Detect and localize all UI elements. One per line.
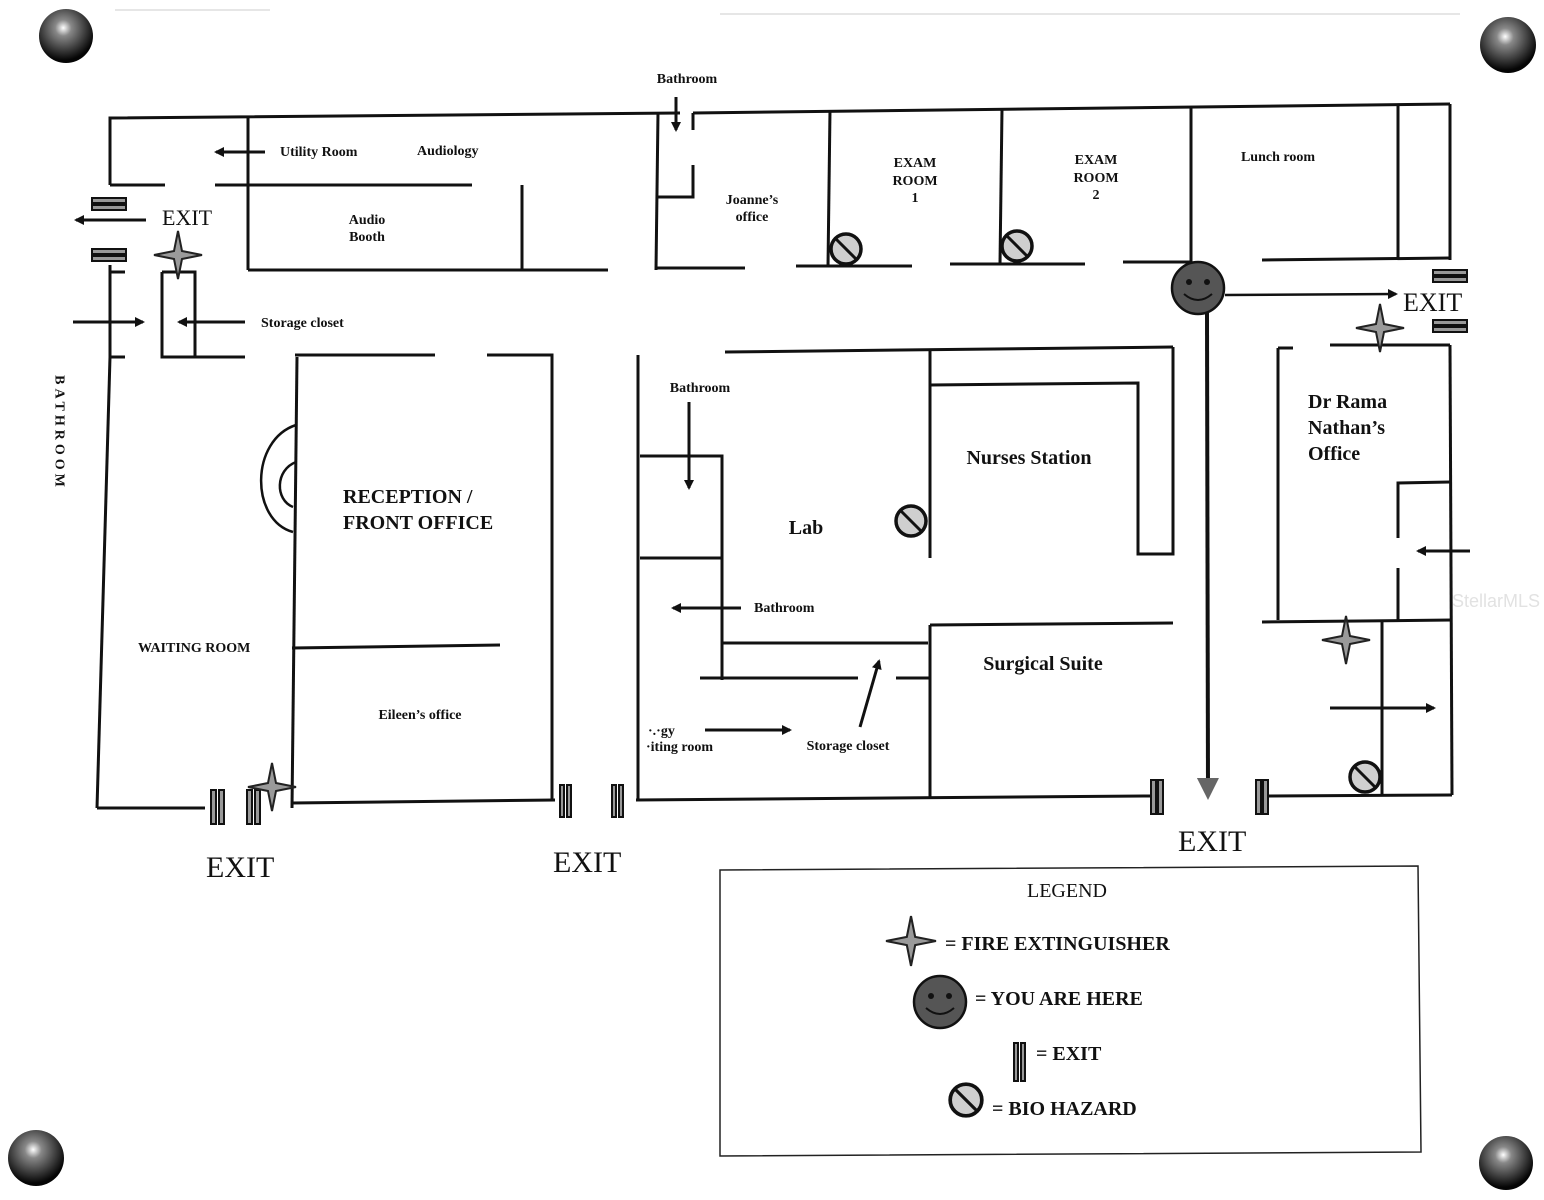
- bio-hazard-icon: [1000, 229, 1034, 263]
- audio-booth-label-1: Audio: [349, 213, 386, 228]
- route-arrow-icon: [1196, 289, 1398, 800]
- partial-label-1: ·.·gy: [648, 724, 675, 739]
- storage-closet-right-label: Storage closet: [807, 739, 890, 754]
- you-are-here-icon: [912, 974, 968, 1030]
- legend: LEGEND = FIRE EXTINGUISHER = YOU ARE HER…: [719, 865, 1422, 1157]
- storage-closet-left-label: Storage closet: [261, 316, 344, 331]
- you-are-here-icon: [1170, 260, 1226, 316]
- exit-marker-icon: [1150, 779, 1164, 815]
- exam-room-2-label-1: EXAM: [1075, 153, 1118, 168]
- exit-marker-icon: [1255, 779, 1269, 815]
- exit-marker-icon: [1013, 1042, 1026, 1082]
- exit-label-bottom-right: EXIT: [1178, 825, 1246, 858]
- dr-office-label-3: Office: [1308, 443, 1360, 465]
- exit-label-right: EXIT: [1403, 288, 1462, 317]
- exam-room-1-label-1: EXAM: [894, 156, 937, 171]
- exit-marker-icon: [1432, 269, 1468, 283]
- legend-title: LEGEND: [1027, 880, 1107, 902]
- lab-label: Lab: [789, 517, 823, 539]
- waiting-room-label: WAITING ROOM: [138, 641, 250, 656]
- joannes-office-label-1: Joanne’s: [726, 193, 779, 208]
- partial-label-2: ·iting room: [646, 740, 713, 755]
- eileens-office-label: Eileen’s office: [378, 708, 461, 723]
- bathroom-lower-label: Bathroom: [754, 601, 815, 616]
- exit-marker-icon: [1432, 319, 1468, 333]
- pushpin-icon: [8, 1130, 64, 1186]
- exit-label-left: EXIT: [162, 205, 213, 230]
- watermark: StellarMLS: [1452, 591, 1540, 611]
- nurses-station-label: Nurses Station: [966, 447, 1091, 469]
- exit-marker-icon: [91, 197, 127, 211]
- surgical-suite-label: Surgical Suite: [983, 653, 1103, 675]
- legend-you-are-here: = YOU ARE HERE: [975, 988, 1143, 1010]
- dr-office-label-2: Nathan’s: [1308, 417, 1385, 439]
- joannes-office-label-2: office: [736, 210, 769, 225]
- exit-marker-icon: [611, 784, 624, 818]
- bio-hazard-icon: [894, 504, 928, 538]
- legend-exit: = EXIT: [1036, 1043, 1102, 1065]
- audiology-label: Audiology: [417, 144, 478, 159]
- pushpin-icon: [1480, 17, 1536, 73]
- dr-office-label-1: Dr Rama: [1308, 391, 1387, 413]
- legend-bio-hazard: = BIO HAZARD: [992, 1098, 1137, 1120]
- audio-booth-label-2: Booth: [349, 230, 385, 245]
- exit-label-bottom-left: EXIT: [206, 851, 274, 884]
- bio-hazard-icon: [829, 232, 863, 266]
- exam-room-2-label-2: ROOM: [1073, 171, 1118, 186]
- lunch-room-label: Lunch room: [1241, 150, 1315, 165]
- pushpin-icon: [1479, 1136, 1533, 1190]
- bio-hazard-icon: [948, 1082, 984, 1118]
- exam-room-2-label-3: 2: [1093, 188, 1100, 203]
- pushpin-icon: [39, 9, 93, 63]
- exit-marker-icon: [91, 248, 127, 262]
- fire-extinguisher-icon: [885, 915, 937, 967]
- exit-marker-icon: [559, 784, 572, 818]
- arrow-icon: [73, 97, 1470, 735]
- bathroom-mid-label: Bathroom: [670, 381, 731, 396]
- reception-label-2: FRONT OFFICE: [343, 512, 493, 534]
- exam-room-1-label-2: ROOM: [892, 174, 937, 189]
- bathroom-top-label: Bathroom: [657, 72, 718, 87]
- bio-hazard-icon: [1348, 760, 1382, 794]
- exit-marker-icon: [210, 789, 225, 825]
- fire-extinguisher-icon: [1321, 615, 1371, 665]
- exit-label-bottom-mid: EXIT: [553, 846, 621, 879]
- utility-room-label: Utility Room: [280, 145, 358, 160]
- exit-marker-icon: [246, 789, 261, 825]
- legend-fire-extinguisher: = FIRE EXTINGUISHER: [945, 933, 1170, 955]
- exam-room-1-label-3: 1: [912, 191, 919, 206]
- bathroom-vertical-label: BATHROOM: [52, 375, 67, 491]
- walls: [95, 102, 1454, 810]
- reception-label-1: RECEPTION /: [343, 486, 473, 508]
